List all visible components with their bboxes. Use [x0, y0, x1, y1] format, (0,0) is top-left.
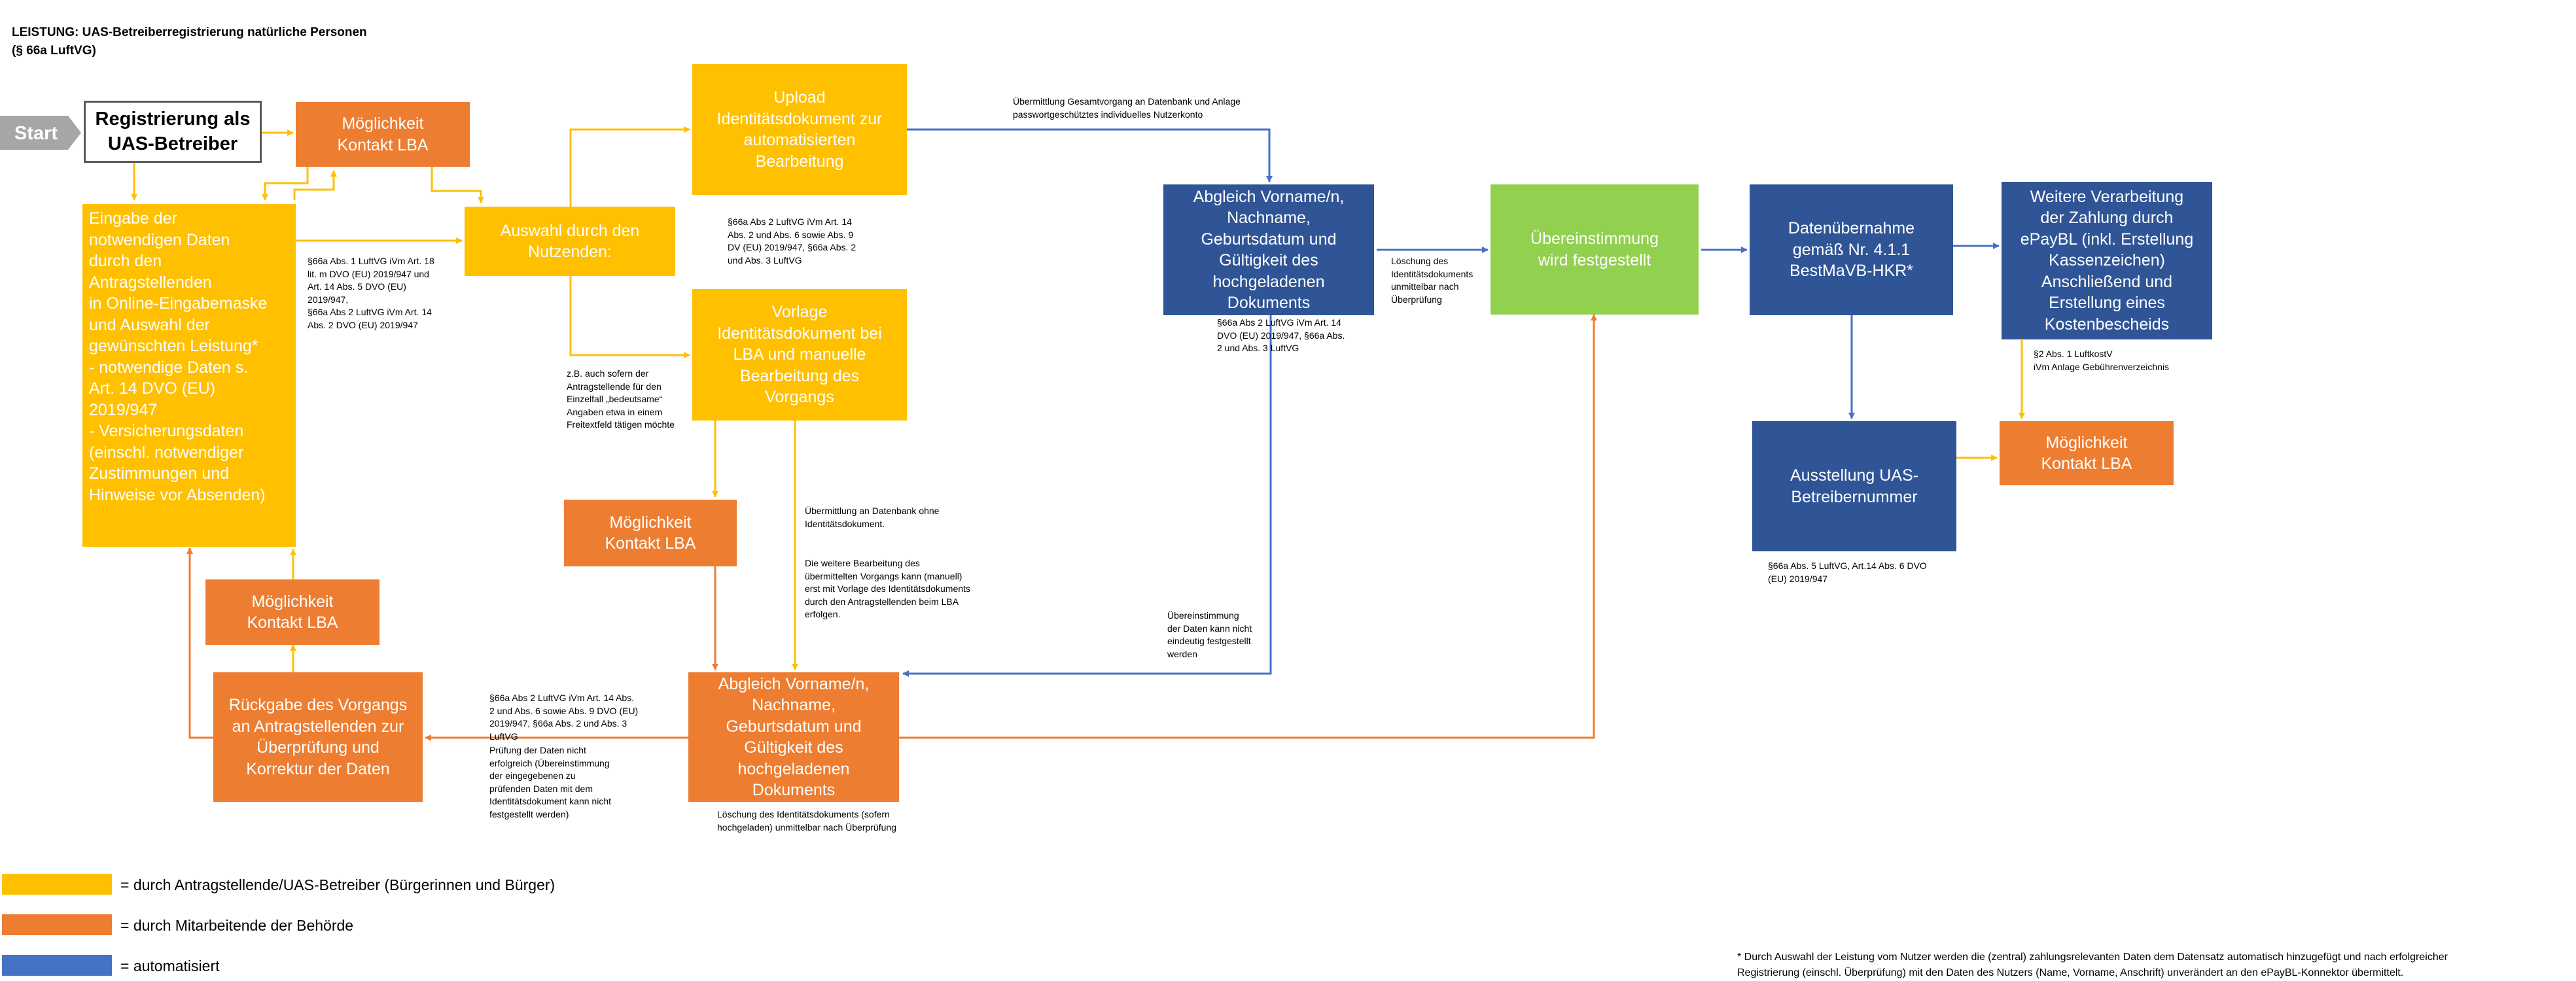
edge-abgleich-manuell-uebereinstimmung — [899, 314, 1597, 739]
footnote: * Durch Auswahl der Leistung vom Nutzer … — [1737, 952, 2448, 978]
note-loeschung-auto: Löschung des Identitätsdokuments unmitte… — [1391, 256, 1473, 305]
note-pruefung-fehler: Prüfung der Daten nicht erfolgreich (Übe… — [489, 745, 612, 819]
note-ausstellung-ref: §66a Abs. 5 LuftVG, Art.14 Abs. 6 DVO (E… — [1768, 560, 1927, 584]
note-kosten-ref: §2 Abs. 1 LuftkostV iVm Anlage Gebührenv… — [2034, 349, 2170, 372]
node-eingabe: Eingabe der notwendigen Daten durch den … — [82, 204, 296, 547]
node-abgleich-automatisiert: Abgleich Vorname/n, Nachname, Geburtsdat… — [1163, 184, 1374, 315]
node-auswahl: Auswahl durch den Nutzenden: — [465, 207, 675, 276]
legend-swatch-orange — [2, 914, 112, 935]
page-title: LEISTUNG: UAS-Betreiberregistrierung nat… — [12, 26, 367, 58]
node-kontakt-lba-mid: Möglichkeit Kontakt LBA — [564, 500, 737, 566]
edge-upload-abgleich-auto — [907, 128, 1273, 182]
note-keine-uebereinstimmung: Übereinstimmung der Daten kann nicht ein… — [1167, 610, 1252, 659]
edge-eingabe-kontakt — [293, 170, 337, 200]
legend-label-blue: = automatisiert — [120, 957, 220, 974]
note-loeschung-manuell: Löschung des Identitätsdokuments (sofern… — [717, 809, 896, 833]
note-upload-ref: §66a Abs 2 LuftVG iVm Art. 14 Abs. 2 und… — [728, 216, 856, 266]
edge-auswahl-upload — [569, 126, 690, 207]
start-arrow — [0, 116, 81, 150]
legend-label-orange: = durch Mitarbeitende der Behörde — [120, 917, 354, 934]
node-uebereinstimmung: Übereinstimmung wird festgestellt — [1491, 184, 1699, 315]
node-kontakt-lba-top: Möglichkeit Kontakt LBA — [296, 102, 470, 167]
note-vorlage: z.B. auch sofern der Antragstellende für… — [567, 368, 675, 430]
node-kontakt-lba-right: Möglichkeit Kontakt LBA — [2000, 421, 2174, 485]
legend-swatch-blue — [2, 955, 112, 976]
start-label: Start — [14, 123, 58, 144]
edge-abgleich-auto-abgleich-manuell — [902, 315, 1272, 677]
node-kontakt-lba-left: Möglichkeit Kontakt LBA — [205, 579, 379, 645]
note-uebermittlung-ohne: Übermittlung an Datenbank ohne Identität… — [805, 506, 940, 529]
node-weitere-verarbeitung: Weitere Verarbeitung der Zahlung durch e… — [2002, 182, 2212, 339]
node-vorlage: Vorlage Identitätsdokument bei LBA und m… — [692, 289, 907, 421]
legend-label-yellow: = durch Antragstellende/UAS-Betreiber (B… — [120, 876, 556, 893]
edge-kontakt-eingabe — [262, 167, 309, 201]
legend-swatch-yellow — [2, 874, 112, 895]
note-abgleich-auto-ref: §66a Abs 2 LuftVG iVm Art. 14 DVO (EU) 2… — [1217, 317, 1345, 354]
edge-rueckgabe-eingabe — [186, 547, 213, 739]
edge-auswahl-vorlage — [569, 276, 690, 358]
note-uebermittlung-gesamt: Übermittlung Gesamtvorgang an Datenbank … — [1013, 96, 1241, 120]
note-eingabe-ref: §66a Abs. 1 LuftVG iVm Art. 18 lit. m DV… — [308, 256, 434, 330]
node-abgleich-manuell: Abgleich Vorname/n, Nachname, Geburtsdat… — [688, 672, 899, 802]
node-upload: Upload Identitätsdokument zur automatisi… — [692, 64, 907, 195]
node-datenuebernahme: Datenübernahme gemäß Nr. 4.1.1 BestMaVB-… — [1750, 184, 1953, 315]
edge-kontakt-auswahl — [431, 167, 484, 203]
node-registrierung: Registrierung als UAS-Betreiber — [84, 101, 262, 163]
note-weitere-bearbeitung: Die weitere Bearbeitung des übermittelte… — [805, 558, 970, 620]
node-ausstellung: Ausstellung UAS- Betreibernummer — [1752, 421, 1956, 551]
note-rueckgabe-ref: §66a Abs 2 LuftVG iVm Art. 14 Abs. 2 und… — [489, 693, 639, 742]
node-rueckgabe: Rückgabe des Vorgangs an Antragstellende… — [213, 672, 423, 802]
